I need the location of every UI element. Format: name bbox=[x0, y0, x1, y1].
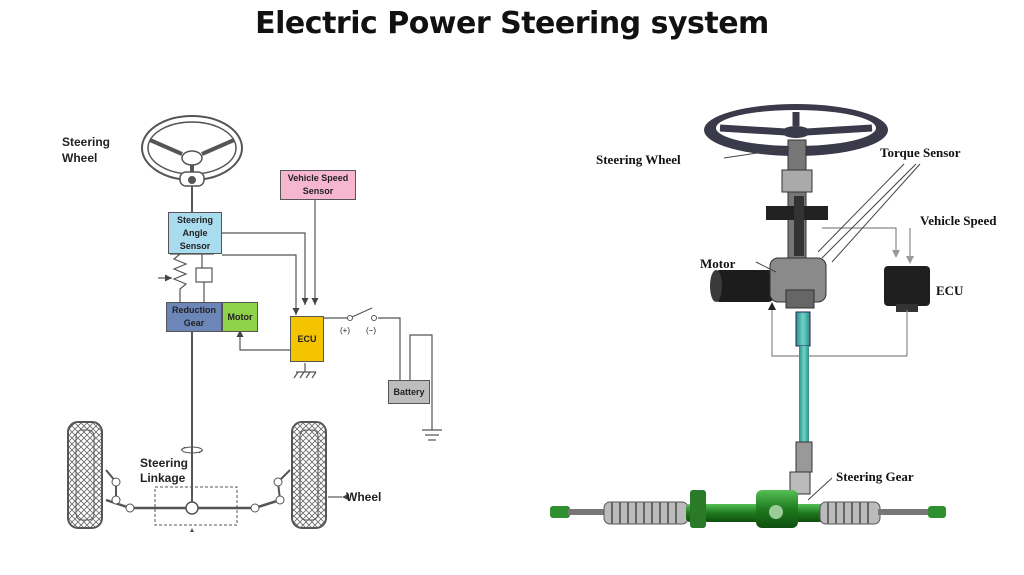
rendered-ecu-label: ECU bbox=[936, 283, 964, 298]
steering-rack bbox=[550, 490, 946, 528]
ecu-box: ECU bbox=[290, 316, 324, 362]
torque-sensor-label: Torque Sensor bbox=[880, 145, 961, 160]
steering-linkage-icon bbox=[105, 469, 291, 532]
motor-box: Motor bbox=[222, 302, 258, 332]
motor-icon bbox=[710, 257, 827, 309]
torque-sensor-pointers bbox=[817, 163, 921, 263]
rendered-steering-wheel-label: Steering Wheel bbox=[596, 152, 681, 167]
steering-linkage-label: Steering Linkage bbox=[140, 456, 189, 485]
rendered-steering-wheel-icon bbox=[704, 104, 888, 156]
steering-wheel-icon bbox=[141, 115, 243, 187]
page-title: Electric Power Steering system bbox=[255, 6, 769, 41]
reduction-gear-box: Reduction Gear bbox=[166, 302, 222, 332]
vehicle-speed-label: Vehicle Speed bbox=[920, 213, 997, 228]
steering-column-assembly bbox=[766, 139, 828, 261]
spring-damper-icon bbox=[158, 253, 214, 302]
wheel-left-icon bbox=[67, 421, 103, 529]
steering-wheel-pointer bbox=[723, 147, 791, 159]
steering-wheel-label: Steering Wheel bbox=[62, 135, 111, 165]
intermediate-shaft bbox=[789, 311, 813, 495]
steering-angle-sensor-box: Steering Angle Sensor bbox=[168, 212, 222, 254]
vehicle-speed-sensor-box: Vehicle Speed Sensor bbox=[280, 170, 356, 200]
switch-icon bbox=[347, 307, 377, 321]
battery-box: Battery bbox=[388, 380, 430, 404]
signal-wires bbox=[222, 200, 442, 441]
ecu-signal-lines bbox=[771, 227, 911, 357]
motor-pointer bbox=[755, 261, 777, 273]
wheel-label: Wheel bbox=[346, 490, 382, 504]
rendered-motor-label: Motor bbox=[700, 256, 736, 271]
steering-gear-pointer bbox=[807, 477, 833, 501]
ground-icon bbox=[293, 363, 317, 379]
rotation-arrows-icon bbox=[180, 446, 204, 454]
wheel-right-icon bbox=[291, 421, 327, 529]
minus-terminal-label: (−) bbox=[366, 326, 376, 335]
ecu-icon bbox=[884, 266, 930, 312]
steering-gear-label: Steering Gear bbox=[836, 469, 914, 484]
plus-terminal-label: (+) bbox=[340, 326, 350, 335]
